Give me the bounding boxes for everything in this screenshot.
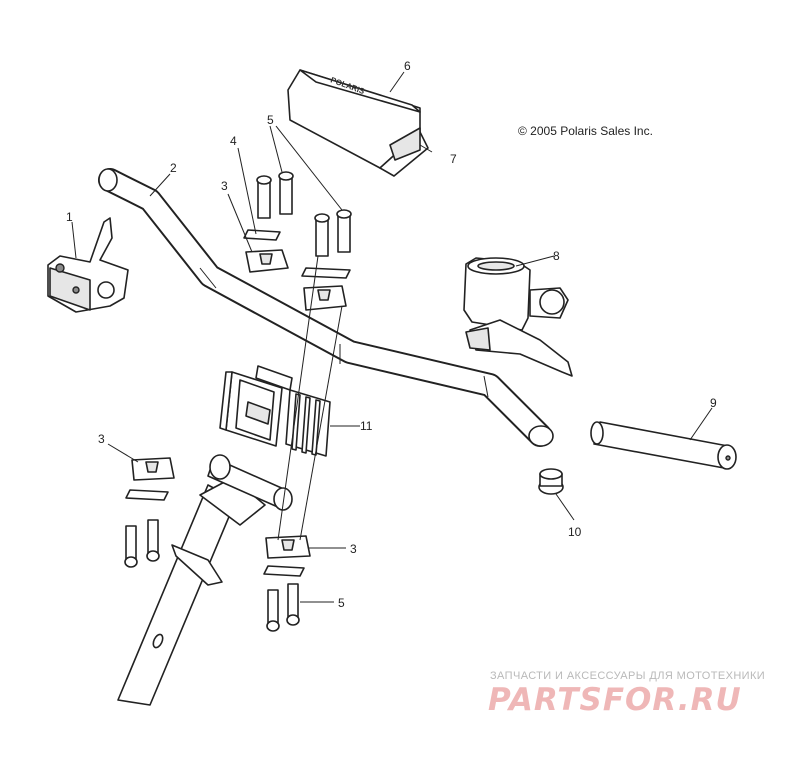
handlebar-clamp-block [219,365,331,457]
copyright-notice: © 2005 Polaris Sales Inc. [518,124,653,138]
grip-tube [590,421,737,470]
lower-left-bolts [124,519,160,568]
watermark: ЗАПЧАСТИ И АКСЕССУАРЫ ДЛЯ МОТОТЕХНИКИ PA… [488,670,765,718]
upper-bolts-left [256,171,294,219]
assembly-lines [277,255,343,541]
clamp-washers [125,229,351,577]
callout-4: 4 [230,134,237,148]
callout-7: 7 [450,152,457,166]
callout-3-lower-left: 3 [98,432,105,446]
leader-lines [71,71,713,603]
upper-clamps [245,249,347,311]
callout-1: 1 [66,210,73,224]
callout-5-lower: 5 [338,596,345,610]
lower-right-bolts [266,583,300,632]
callout-9: 9 [710,396,717,410]
callout-6: 6 [404,59,411,73]
lower-left-clamp [131,457,175,481]
callout-labels: 1 2 3 4 5 6 7 8 9 10 11 3 3 5 [66,59,717,610]
callout-8: 8 [553,249,560,263]
callout-10: 10 [568,525,582,539]
lower-right-clamp [265,535,311,559]
callout-11: 11 [360,419,373,433]
watermark-subtitle: ЗАПЧАСТИ И АКСЕССУАРЫ ДЛЯ МОТОТЕХНИКИ [490,670,765,682]
handlebar-pad: POLARIS [287,69,429,177]
handlebar [98,168,554,447]
steering-post [117,477,266,706]
left-hand-switch [47,217,129,313]
watermark-brand: PARTSFOR.RU [488,682,742,718]
callout-5-upper: 5 [267,113,274,127]
steering-post-crossbar [207,454,293,511]
brake-master-cylinder [463,257,573,377]
upper-bolts-right [314,209,352,257]
callout-3-lower-right: 3 [350,542,357,556]
callout-3-upper: 3 [221,179,228,193]
callout-2: 2 [170,161,177,175]
end-plug [538,468,564,495]
